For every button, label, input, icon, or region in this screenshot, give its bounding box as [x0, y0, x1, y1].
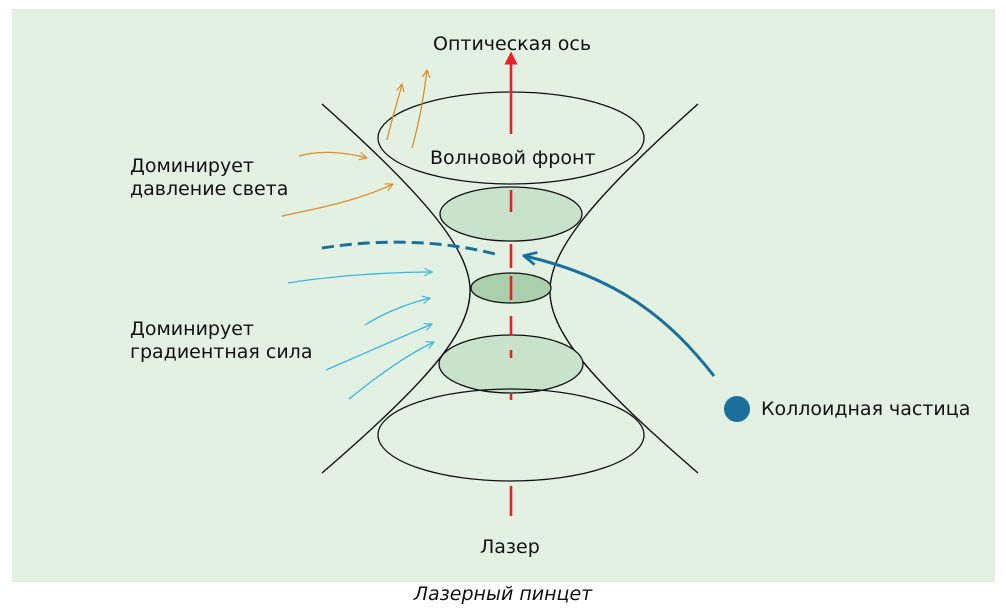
- laser-label: Лазер: [480, 535, 540, 559]
- wavefront-label: Волновой фронт: [430, 146, 595, 170]
- light-pressure-label-line2: давление света: [130, 177, 288, 201]
- gradient-force-arrows: [288, 272, 434, 399]
- wavefront-ellipse-bottom: [378, 389, 644, 481]
- wavefront-ellipse-lower: [439, 335, 583, 393]
- gradient-force-label-line1: Доминирует: [130, 317, 254, 341]
- figure-caption: Лазерный пинцет: [0, 583, 1006, 605]
- colloid-particle-icon: [724, 396, 750, 422]
- light-pressure-label-line1: Доминирует: [130, 154, 254, 178]
- optical-axis-label: Оптическая ось: [433, 32, 591, 56]
- colloid-particle-label: Коллоидная частица: [761, 397, 970, 421]
- light-pressure-arrows: [282, 70, 427, 216]
- particle-path-dashed: [322, 242, 495, 254]
- gradient-force-label-line2: градиентная сила: [130, 340, 312, 364]
